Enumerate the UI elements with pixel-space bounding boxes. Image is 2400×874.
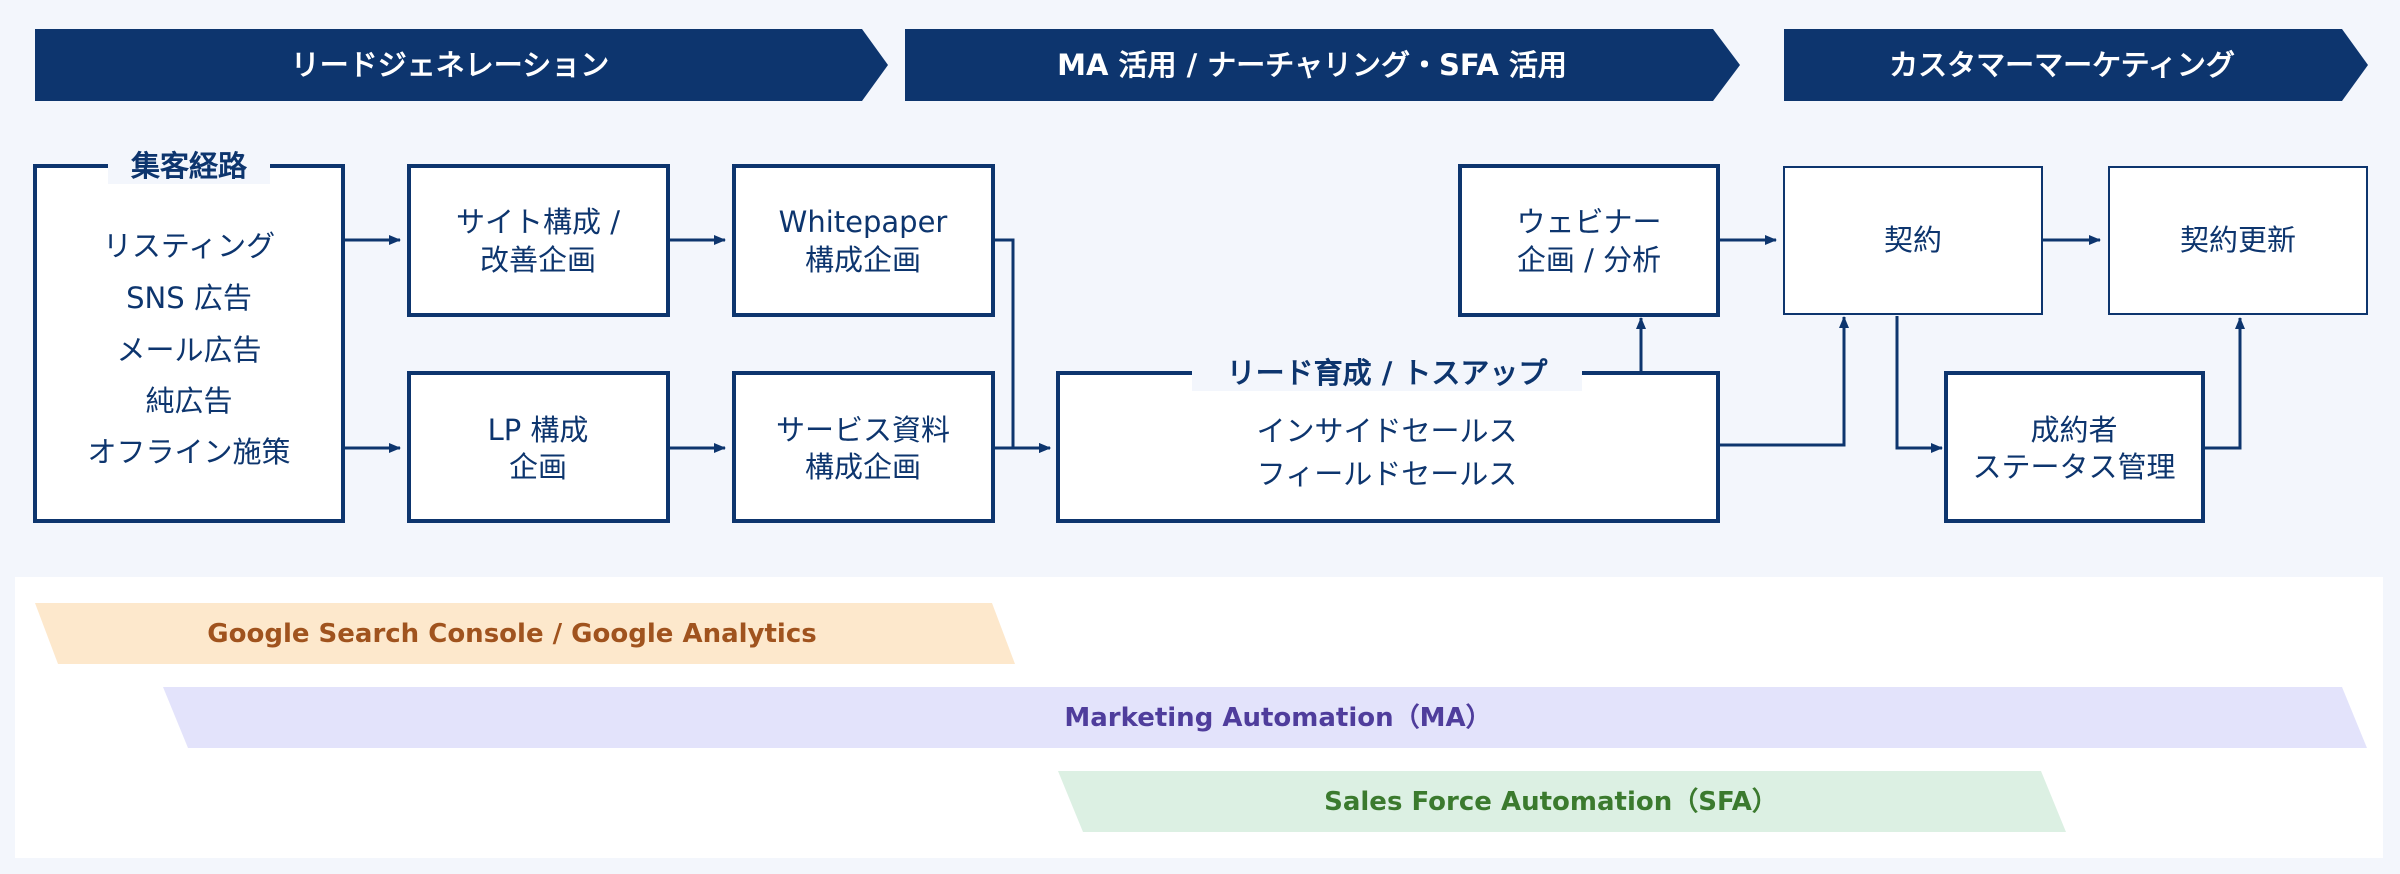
channel-sns-ads: SNS 広告: [126, 281, 252, 315]
box-lp-planning: LP 構成 企画: [407, 371, 670, 523]
box-webinar-line1: ウェビナー: [1516, 205, 1661, 239]
channel-listing: リスティング: [103, 229, 275, 263]
channel-email-ads: メール広告: [116, 333, 261, 367]
box-contract-label: 契約: [1884, 223, 1942, 257]
box-site-planning-line1: サイト構成 /: [456, 205, 620, 239]
box-whitepaper: Whitepaper 構成企画: [732, 164, 995, 317]
tools-panel: Google Search Console / Google Analytics…: [15, 577, 2383, 858]
box-contract: 契約: [1783, 166, 2043, 315]
arrow-status-to-renewal: [2203, 317, 2245, 450]
arrow-whitepaper-to-nurture: [993, 238, 1051, 453]
tool-band-ma: Marketing Automation（MA）: [163, 687, 2367, 748]
box-nurture-title: リード育成 / トスアップ: [1227, 356, 1549, 390]
box-whitepaper-line1: Whitepaper: [779, 205, 948, 239]
box-nurture: リード育成 / トスアップ インサイドセールス フィールドセールス: [1056, 355, 1720, 523]
box-customer-status-line2: ステータス管理: [1972, 450, 2175, 484]
box-nurture-line1: インサイドセールス: [1256, 414, 1517, 448]
box-customer-status-line1: 成約者: [2030, 413, 2117, 447]
box-whitepaper-line2: 構成企画: [805, 243, 921, 277]
box-webinar-line2: 企画 / 分析: [1517, 243, 1661, 277]
channels-box: 集客経路 リスティング SNS 広告 メール広告 純広告 オフライン施策: [33, 148, 345, 523]
phase-lead-generation-label: リードジェネレーション: [291, 48, 609, 82]
box-service-doc-line2: 構成企画: [805, 450, 921, 484]
connectors: [343, 235, 2245, 453]
tool-band-sfa: Sales Force Automation（SFA）: [1058, 771, 2066, 832]
phase-lead-generation: リードジェネレーション: [35, 29, 888, 101]
tool-band-google: Google Search Console / Google Analytics: [35, 603, 1015, 664]
arrow-contract-to-status: [1895, 316, 1943, 453]
channels-title: 集客経路: [130, 149, 248, 183]
box-lp-planning-line1: LP 構成: [488, 413, 589, 447]
channel-display-ads: 純広告: [145, 384, 232, 418]
box-service-doc-line1: サービス資料: [776, 413, 950, 447]
tool-band-ma-label: Marketing Automation（MA）: [1064, 703, 1491, 733]
phase-bar: リードジェネレーション MA 活用 / ナーチャリング・SFA 活用 カスタマー…: [35, 29, 2368, 101]
phase-nurturing: MA 活用 / ナーチャリング・SFA 活用: [905, 29, 1740, 101]
box-site-planning-line2: 改善企画: [480, 243, 596, 277]
box-lp-planning-line2: 企画: [509, 450, 567, 484]
box-renewal: 契約更新: [2108, 166, 2368, 315]
tool-band-sfa-label: Sales Force Automation（SFA）: [1324, 787, 1778, 817]
box-service-doc: サービス資料 構成企画: [732, 371, 995, 523]
phase-customer-marketing-label: カスタマーマーケティング: [1889, 48, 2235, 82]
box-webinar: ウェビナー 企画 / 分析: [1458, 164, 1720, 317]
phase-customer-marketing: カスタマーマーケティング: [1784, 29, 2368, 101]
box-customer-status: 成約者 ステータス管理: [1944, 371, 2205, 523]
box-site-planning: サイト構成 / 改善企画: [407, 164, 670, 317]
arrow-nurture-to-contract: [1718, 316, 1849, 447]
box-renewal-label: 契約更新: [2180, 223, 2296, 257]
tool-band-google-label: Google Search Console / Google Analytics: [207, 619, 816, 649]
channel-offline: オフライン施策: [87, 435, 290, 469]
box-nurture-line2: フィールドセールス: [1257, 457, 1517, 491]
phase-nurturing-label: MA 活用 / ナーチャリング・SFA 活用: [1057, 48, 1567, 82]
